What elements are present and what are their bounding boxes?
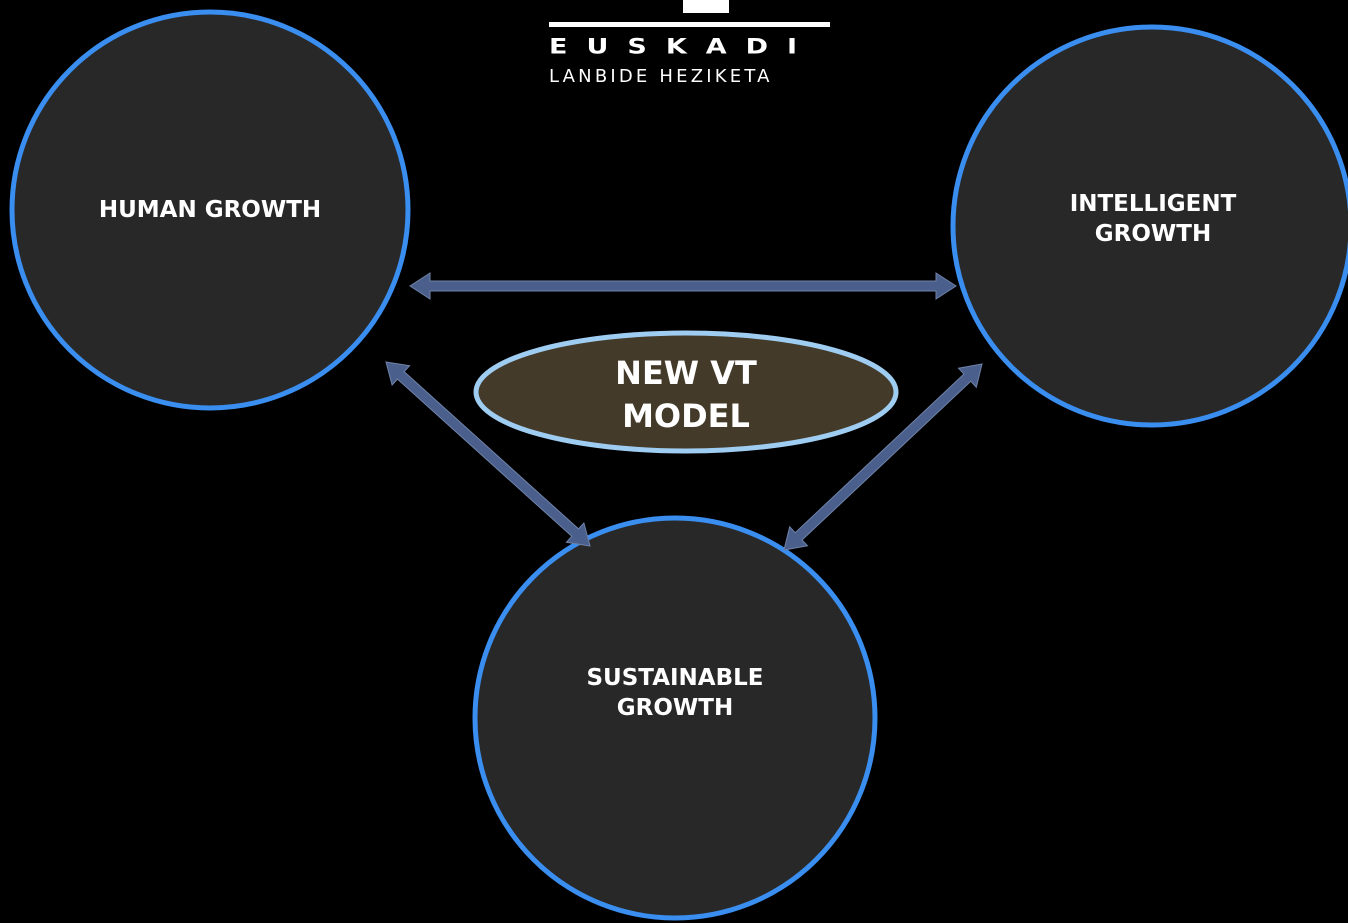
logo-subtitle: LANBIDE HEZIKETA xyxy=(549,66,773,87)
sustainable-growth-circle xyxy=(472,515,878,921)
new-vt-model-ellipse xyxy=(473,330,899,454)
new-vt-model-label: NEW VT MODEL xyxy=(615,354,757,436)
arrow-human-sustainable xyxy=(385,361,591,547)
intelligent-growth-circle xyxy=(950,24,1348,428)
arrow-human-intelligent xyxy=(409,272,957,300)
logo-rule xyxy=(549,22,830,27)
intelligent-growth-label: INTELLIGENT GROWTH xyxy=(1069,191,1237,247)
arrow-intelligent-sustainable xyxy=(783,363,983,551)
logo-title: EUSKADI xyxy=(549,34,817,60)
human-growth-circle xyxy=(9,9,411,411)
sustainable-growth-label: SUSTAINABLE GROWTH xyxy=(586,665,764,721)
logo-mark xyxy=(683,0,729,13)
arrows-group xyxy=(385,272,983,551)
human-growth-label: HUMAN GROWTH xyxy=(98,197,322,223)
